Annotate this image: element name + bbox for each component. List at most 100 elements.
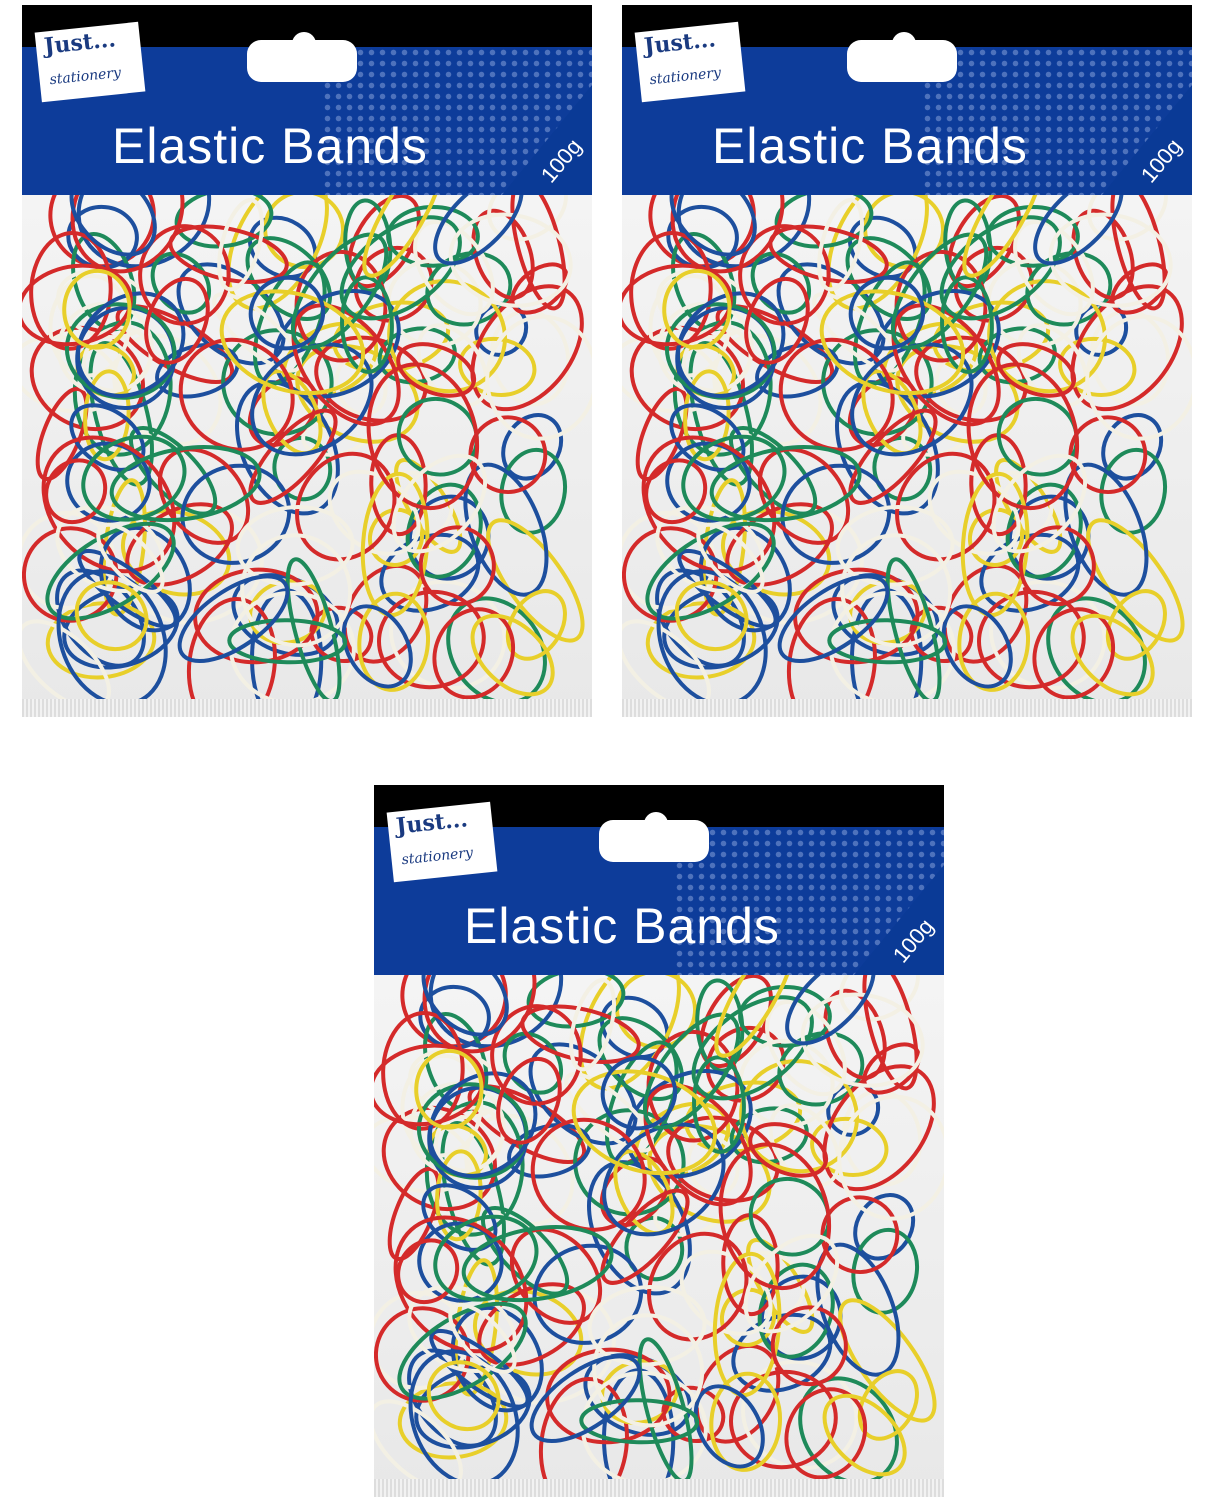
rubber-band xyxy=(564,1072,654,1153)
hang-hole xyxy=(599,812,709,862)
package-header: Just...stationery Elastic Bands 100g xyxy=(22,5,592,195)
rubber-band xyxy=(77,549,178,629)
rubber-band xyxy=(839,975,920,1022)
rubber-band xyxy=(248,275,326,351)
rubber-band xyxy=(853,1193,916,1261)
rubber-band xyxy=(693,1384,765,1469)
rubber-band xyxy=(748,1122,829,1178)
rubber-band xyxy=(362,195,445,278)
product-title: Elastic Bands xyxy=(464,898,780,954)
rubber-band xyxy=(1048,212,1173,308)
rubber-band xyxy=(386,204,480,268)
rubber-band xyxy=(470,613,555,697)
rubber-band xyxy=(977,326,1057,385)
rubber-band xyxy=(837,1094,944,1221)
rubber-band xyxy=(966,362,1080,511)
rubber-band xyxy=(569,978,616,1072)
rubber-band xyxy=(217,198,264,292)
rubber-band xyxy=(820,1195,900,1275)
rubber-band xyxy=(696,522,765,594)
rubber-band xyxy=(417,1221,504,1303)
rubber-band xyxy=(367,507,424,567)
brand-line2: stationery xyxy=(648,64,722,89)
rubber-band xyxy=(778,337,895,452)
rubber-band xyxy=(891,303,1001,427)
rubber-bands-bag xyxy=(374,975,944,1497)
rubber-band xyxy=(765,999,847,1097)
rubber-band xyxy=(940,275,994,374)
rubber-band xyxy=(600,1188,690,1285)
rubber-band xyxy=(396,342,477,398)
rubber-band xyxy=(435,1149,483,1242)
rubber-band xyxy=(240,533,353,648)
rubber-band xyxy=(374,1306,471,1403)
rubber-band xyxy=(822,1064,936,1192)
rubber-band xyxy=(74,580,149,652)
rubber-band xyxy=(643,1083,753,1207)
rubber-band xyxy=(44,458,108,525)
rubber-band xyxy=(22,526,119,623)
rubber-band xyxy=(1101,413,1164,481)
rubber-band xyxy=(448,212,573,308)
rubber-band xyxy=(470,284,584,412)
rubber-band xyxy=(817,198,864,292)
brand-line1: Just... xyxy=(42,26,118,60)
rubber-band xyxy=(777,574,890,664)
package-2: Just...stationery Elastic Bands 100g xyxy=(622,5,1192,717)
rubber-band xyxy=(1086,518,1185,643)
rubber-band xyxy=(662,268,732,350)
rubber-band xyxy=(962,195,1045,278)
rubber-band xyxy=(407,1348,498,1448)
brand-line1: Just... xyxy=(394,806,470,840)
rubber-band xyxy=(526,975,626,1029)
rubber-band xyxy=(408,1081,506,1176)
rubber-band xyxy=(109,445,262,523)
rubber-band xyxy=(433,1214,539,1302)
rubber-band xyxy=(669,195,757,257)
rubber-band xyxy=(1070,613,1155,697)
rubber-band xyxy=(644,458,708,525)
rubber-band xyxy=(1087,195,1168,242)
rubber-band xyxy=(1070,284,1184,412)
rubber-band xyxy=(377,326,457,385)
rubber-band xyxy=(835,504,955,587)
rubber-band xyxy=(793,567,920,665)
rubber-band xyxy=(674,580,749,652)
rubber-band xyxy=(168,224,289,284)
rubber-band xyxy=(774,195,874,249)
rubber-band xyxy=(977,589,1086,690)
rubber-band xyxy=(357,591,431,692)
rubber-band xyxy=(391,453,488,554)
rubber-band xyxy=(1013,219,1095,317)
rubber-band xyxy=(996,342,1077,398)
rubber-band xyxy=(600,1055,678,1131)
rubber-band xyxy=(848,275,926,351)
rubber-band xyxy=(709,1371,783,1472)
brand-line2: stationery xyxy=(400,844,474,869)
rubber-band xyxy=(1016,323,1089,408)
rubber-band xyxy=(291,303,401,427)
rubber-band xyxy=(840,533,953,648)
rubber-band xyxy=(571,1069,718,1176)
rubber-band xyxy=(729,1369,838,1470)
rubber-band xyxy=(75,291,186,398)
rubber-band xyxy=(579,1398,700,1445)
product-title: Elastic Bands xyxy=(112,118,428,174)
rubber-band xyxy=(366,362,480,511)
rubber-band xyxy=(655,568,746,668)
rubber-band xyxy=(986,204,1080,268)
rubber-band xyxy=(838,1298,937,1423)
rubber-band xyxy=(45,521,176,621)
rubber-band xyxy=(675,291,786,398)
rubber-band xyxy=(340,275,394,374)
rubber-band xyxy=(744,276,810,365)
rubber-band xyxy=(719,1287,776,1347)
hang-hole xyxy=(847,32,957,82)
rubber-band xyxy=(757,1262,835,1359)
rubber-bands-bag xyxy=(622,195,1192,717)
rubber-band xyxy=(587,1284,707,1367)
rubber-band xyxy=(592,1313,705,1428)
rubber-band xyxy=(991,453,1088,554)
rubber-band xyxy=(418,525,496,607)
rubber-band xyxy=(770,1305,848,1387)
